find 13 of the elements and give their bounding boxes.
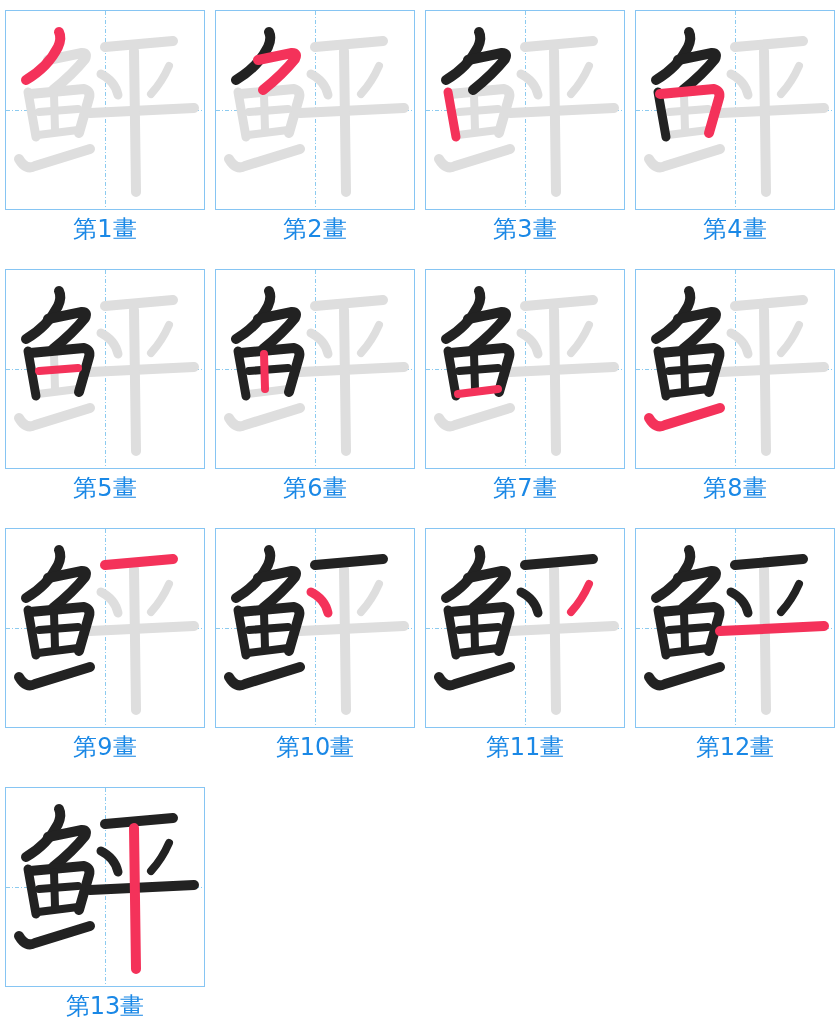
stroke-step-label: 第10畫 (275, 732, 355, 762)
stroke-step-label: 第5畫 (73, 473, 137, 503)
stroke-step-label: 第2畫 (283, 214, 347, 244)
stroke-step-label: 第1畫 (73, 214, 137, 244)
stroke-step-label: 第12畫 (695, 732, 775, 762)
stroke-step-label: 第3畫 (493, 214, 557, 244)
stroke-step-label: 第4畫 (703, 214, 767, 244)
stroke-step-label: 第13畫 (65, 991, 145, 1021)
stroke-step-label: 第9畫 (73, 732, 137, 762)
stroke-step-label: 第8畫 (703, 473, 767, 503)
stroke-step-label: 第7畫 (493, 473, 557, 503)
stroke-step-label: 第6畫 (283, 473, 347, 503)
stroke-step-label: 第11畫 (485, 732, 565, 762)
